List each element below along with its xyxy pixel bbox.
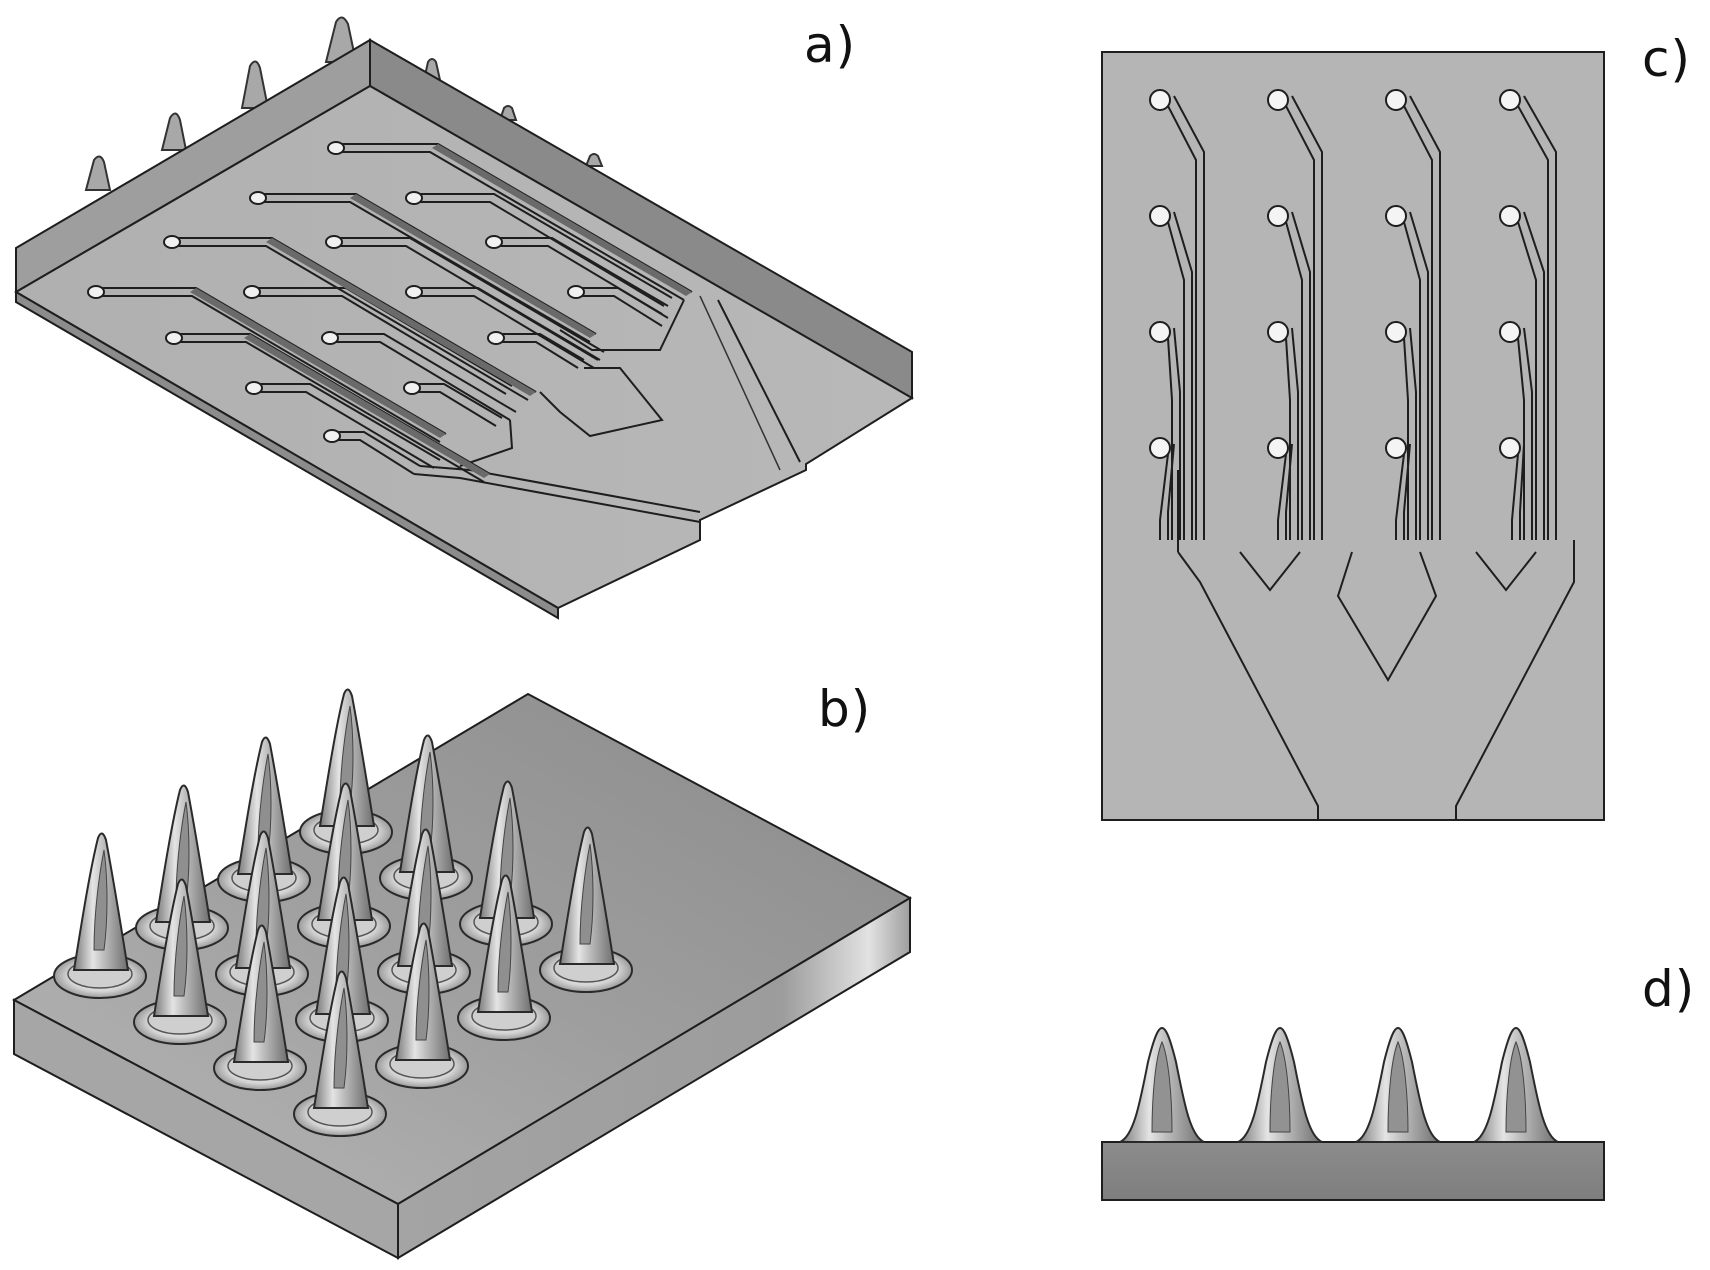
trace-1-2: [1285, 337, 1291, 540]
trace-edge-2-1: [1409, 211, 1429, 540]
trace-edge-0-0: [1173, 95, 1205, 540]
electrode-pad-0-1: [1149, 205, 1171, 227]
trace-0-3: [1159, 453, 1169, 540]
trace-edge-0-2: [1173, 327, 1181, 540]
trace-edge-1-3: [1285, 443, 1293, 540]
trace-edge-3-3: [1519, 443, 1525, 540]
trace-edge-3-1: [1523, 211, 1545, 540]
trace-2-2: [1403, 337, 1409, 540]
trace-edge-2-2: [1409, 327, 1417, 540]
side-needle-2: [1355, 1026, 1441, 1143]
electrode-pad-1-2: [1267, 321, 1289, 343]
needle-3-2: [457, 874, 551, 1041]
trace-edge-1-1: [1291, 211, 1311, 540]
trace-3-3: [1511, 453, 1519, 540]
trace-2-1: [1403, 221, 1421, 540]
panel-b-drawing: [11, 688, 913, 1260]
electrode-pad-2-0: [1385, 89, 1407, 111]
trace-2-3: [1395, 453, 1405, 540]
needle-3-0: [293, 970, 387, 1137]
needle-2-2: [377, 828, 471, 995]
trace-3-2: [1517, 337, 1525, 540]
panel-a-drawing: [14, 16, 914, 620]
trace-edge-2-3: [1403, 443, 1411, 540]
trace-edge-0-1: [1173, 211, 1193, 540]
side-needle-3: [1473, 1026, 1559, 1143]
trace-edge-3-2: [1523, 327, 1533, 540]
trace-0-1: [1167, 221, 1185, 540]
needle-3-3: [539, 826, 633, 993]
electrode-pad-0-2: [1149, 321, 1171, 343]
electrode-pad-0-3: [1149, 437, 1171, 459]
electrode-pad-2-2: [1385, 321, 1407, 343]
electrode-pad-0-0: [1149, 89, 1171, 111]
needle-0-0: [53, 832, 147, 999]
trace-0-0: [1167, 105, 1197, 540]
trace-3-1: [1517, 221, 1537, 540]
trace-edge-1-0: [1291, 95, 1323, 540]
electrode-pad-1-0: [1267, 89, 1289, 111]
trace-1-3: [1277, 453, 1287, 540]
side-needle-0: [1119, 1026, 1205, 1143]
panel-label-c: c): [1642, 30, 1691, 88]
electrode-pad-1-1: [1267, 205, 1289, 227]
panel-label-d: d): [1642, 960, 1696, 1018]
electrode-pad-2-3: [1385, 437, 1407, 459]
trace-1-1: [1285, 221, 1303, 540]
panel-label-b: b): [818, 680, 872, 738]
trace-2-0: [1403, 105, 1433, 540]
trace-3-0: [1517, 105, 1549, 540]
electrode-pad-1-3: [1267, 437, 1289, 459]
needle-2-3: [459, 780, 553, 947]
electrode-pad-3-3: [1499, 437, 1521, 459]
electrode-pad-2-1: [1385, 205, 1407, 227]
panel-c-drawing: [1101, 51, 1605, 821]
trace-1-0: [1285, 105, 1315, 540]
needle-3-1: [375, 922, 469, 1089]
trace-edge-2-0: [1409, 95, 1441, 540]
panel-b-needle-array: [53, 688, 633, 1137]
panel-d-needle-row: [1119, 1026, 1559, 1143]
electrode-pad-3-2: [1499, 321, 1521, 343]
needle-2-0: [213, 924, 307, 1091]
side-needle-1: [1237, 1026, 1323, 1143]
needle-1-0: [133, 878, 227, 1045]
electrode-pad-3-0: [1499, 89, 1521, 111]
electrode-pad-3-1: [1499, 205, 1521, 227]
needle-0-3: [299, 688, 393, 855]
trace-edge-3-0: [1523, 95, 1557, 540]
panel-d-drawing: [1101, 1026, 1605, 1201]
trace-edge-0-3: [1167, 443, 1175, 540]
trace-0-2: [1167, 337, 1173, 540]
trace-edge-1-2: [1291, 327, 1299, 540]
panel-label-a: a): [804, 16, 857, 74]
